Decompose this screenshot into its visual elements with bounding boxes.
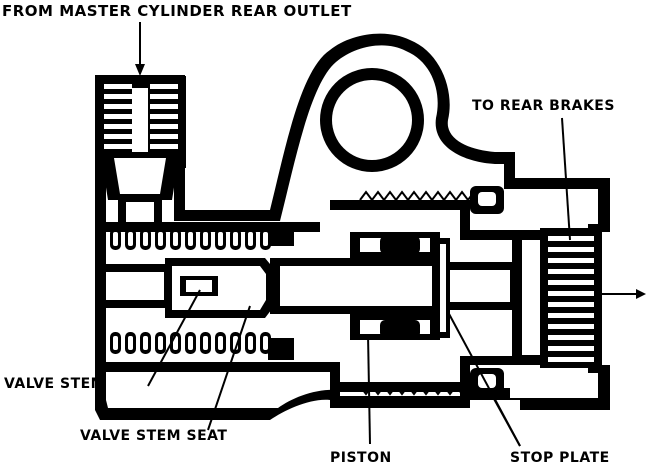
- inlet-thread: [150, 134, 178, 139]
- outlet-thread: [548, 291, 594, 296]
- inlet-thread: [104, 134, 132, 139]
- inlet-thread: [104, 114, 132, 119]
- leader-valve-stem: [147, 289, 201, 387]
- inlet-thread: [150, 114, 178, 119]
- spring-coil-gap: [188, 336, 193, 350]
- stop-plate: [436, 238, 450, 338]
- leader-stop-plate-2: [487, 387, 521, 447]
- spring-coil-gap: [248, 232, 253, 246]
- valve-stem-assembly: [100, 258, 275, 318]
- spring-coil-gap: [218, 232, 223, 246]
- outlet-thread: [548, 313, 594, 318]
- spring-coil-gap: [248, 336, 253, 350]
- outlet-port: [515, 228, 602, 368]
- inlet-port: [96, 76, 186, 224]
- label-valve-stem-seat: VALVE STEM SEAT: [80, 428, 227, 444]
- spring-coil-gap: [263, 232, 268, 246]
- spring-coil-gap: [158, 232, 163, 246]
- leader-outlet: [561, 117, 571, 241]
- spring-coil-gap: [203, 232, 208, 246]
- inlet-thread: [104, 144, 132, 149]
- inlet-thread: [104, 84, 132, 89]
- leader-lines: [147, 117, 571, 447]
- spring-coil-gap: [188, 232, 193, 246]
- inlet-thread: [150, 94, 178, 99]
- leader-piston: [367, 333, 371, 445]
- label-outlet: TO REAR BRAKES: [472, 98, 615, 114]
- outlet-thread: [548, 302, 594, 307]
- inlet-thread: [104, 94, 132, 99]
- outlet-thread: [548, 236, 594, 241]
- inlet-arrow: [135, 22, 145, 76]
- spring-coil-gap: [143, 336, 148, 350]
- spring-coil-gap: [173, 232, 178, 246]
- label-valve-stem: VALVE STEM: [4, 376, 105, 392]
- inlet-thread: [150, 104, 178, 109]
- inlet-thread: [104, 104, 132, 109]
- inlet-thread: [104, 124, 132, 129]
- inlet-thread: [150, 144, 178, 149]
- leader-valve-stem-seat: [207, 305, 251, 431]
- inlet-thread: [150, 84, 178, 89]
- mounting-hole: [320, 68, 424, 172]
- outlet-thread: [548, 324, 594, 329]
- spring-coil-gap: [233, 232, 238, 246]
- spring-coil-gap: [113, 232, 118, 246]
- outlet-thread: [548, 357, 594, 362]
- label-piston: PISTON: [330, 450, 392, 466]
- spring-coil-gap: [263, 336, 268, 350]
- outlet-thread: [548, 247, 594, 252]
- outlet-thread: [548, 335, 594, 340]
- outlet-thread: [548, 269, 594, 274]
- spring-coil-gap: [113, 336, 118, 350]
- spring-coil-gap: [128, 336, 133, 350]
- label-stop-plate: STOP PLATE: [510, 450, 610, 466]
- spring-coil-gap: [128, 232, 133, 246]
- outlet-thread: [548, 280, 594, 285]
- seals: [268, 186, 504, 396]
- labels: FROM MASTER CYLINDER REAR OUTLET TO REAR…: [2, 2, 615, 466]
- outlet-thread: [548, 258, 594, 263]
- spring-coil-gap: [203, 336, 208, 350]
- spring-coil-gap: [218, 336, 223, 350]
- spring-coil-gap: [158, 336, 163, 350]
- spring: [110, 228, 271, 354]
- label-inlet: FROM MASTER CYLINDER REAR OUTLET: [2, 2, 352, 20]
- outlet-arrow: [596, 289, 646, 299]
- inlet-thread: [150, 124, 178, 129]
- outlet-thread: [548, 346, 594, 351]
- spring-coil-gap: [143, 232, 148, 246]
